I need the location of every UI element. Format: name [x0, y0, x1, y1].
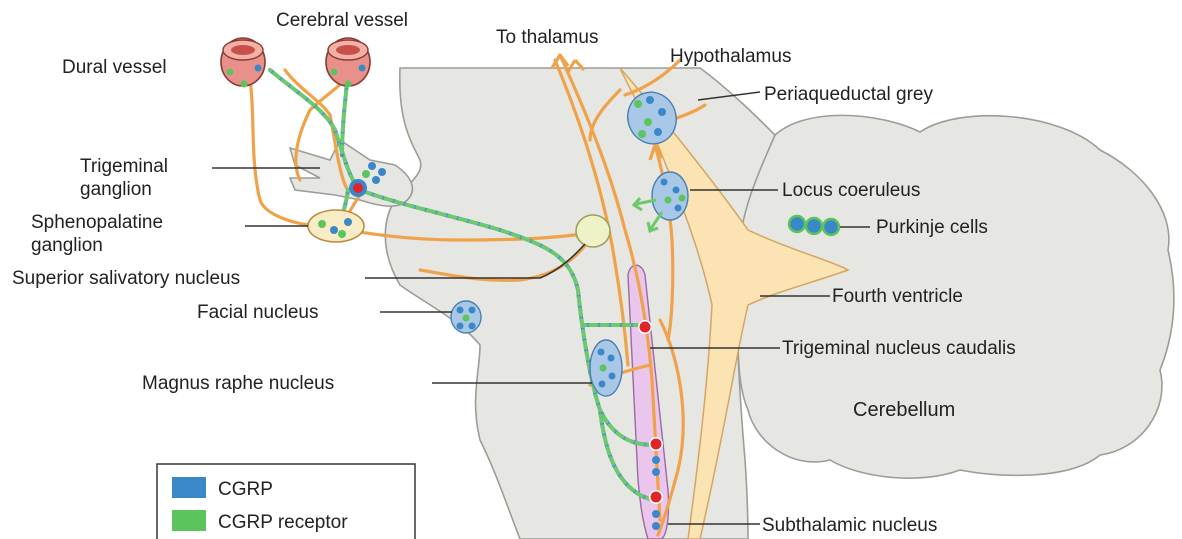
magnus-raphe-nucleus — [590, 340, 622, 396]
label-trigeminal-caudalis: Trigeminal nucleus caudalis — [782, 338, 1016, 359]
legend-swatch-cgrp-receptor — [172, 510, 206, 531]
label-facial-nucleus: Facial nucleus — [197, 302, 318, 323]
dural-vessel — [221, 38, 265, 88]
cerebral-vessel — [326, 38, 370, 88]
label-fourth-ventricle: Fourth ventricle — [832, 286, 963, 307]
label-sphenopalatine-line1: Sphenopalatine — [31, 212, 163, 233]
sphenopalatine-ganglion — [308, 210, 364, 242]
label-cerebellum: Cerebellum — [853, 399, 955, 421]
label-purkinje-cells: Purkinje cells — [876, 217, 988, 238]
label-cerebral-vessel: Cerebral vessel — [276, 10, 408, 31]
legend-label-cgrp-receptor: CGRP receptor — [218, 512, 348, 533]
label-hypothalamus: Hypothalamus — [670, 46, 791, 67]
purkinje-cells — [789, 216, 839, 235]
label-periaqueductal-grey: Periaqueductal grey — [764, 84, 933, 105]
legend: CGRP CGRP receptor — [157, 464, 415, 539]
label-locus-coeruleus: Locus coeruleus — [782, 180, 920, 201]
label-subthalamic: Subthalamic nucleus — [762, 515, 937, 536]
facial-nucleus — [451, 301, 481, 333]
label-trigeminal-ganglion-line1: Trigeminal — [80, 156, 168, 177]
superior-salivatory-nucleus — [576, 215, 610, 247]
label-to-thalamus: To thalamus — [496, 27, 598, 48]
legend-label-cgrp: CGRP — [218, 479, 273, 500]
legend-swatch-cgrp — [172, 477, 206, 498]
label-trigeminal-ganglion-line2: ganglion — [80, 179, 152, 200]
label-superior-salivatory: Superior salivatory nucleus — [12, 268, 240, 289]
label-sphenopalatine-line2: ganglion — [31, 235, 103, 256]
label-dural-vessel: Dural vessel — [62, 57, 167, 78]
label-magnus-raphe: Magnus raphe nucleus — [142, 373, 334, 394]
